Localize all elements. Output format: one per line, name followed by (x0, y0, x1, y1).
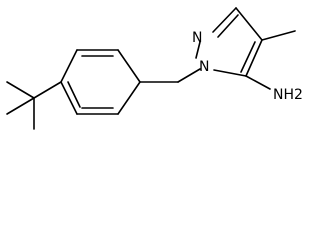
bond-c4-c5-double (240, 41, 256, 73)
ring-bond-c (117, 49, 141, 83)
amine-group-label: NH2 (273, 87, 303, 103)
chemical-structure-diagram: N N NH2 (6, 7, 303, 130)
bond-c4-c5 (245, 39, 263, 77)
bond-c3-c4 (235, 7, 263, 41)
pyrazole-ring (195, 7, 296, 90)
nitrogen-n2-label: N (192, 30, 202, 46)
ring-bond-a (60, 49, 78, 83)
ring-bond-d (117, 81, 141, 115)
benzene-ring (60, 49, 141, 115)
bond-c4-methyl (261, 30, 296, 41)
bond-n1-n2 (195, 41, 201, 59)
bond-c5-amine (245, 75, 271, 90)
ring-double-bond-left (67, 81, 81, 108)
nitrogen-n1-label: N (199, 59, 209, 75)
bond-tbutyl-methyl-upper (6, 81, 35, 99)
bond-ch2-to-n1 (177, 68, 201, 83)
bond-c5-n1 (213, 69, 247, 77)
ring-bond-f (60, 81, 78, 115)
bond-n2-c3-double (217, 14, 239, 38)
tert-butyl-group (6, 81, 62, 130)
methylene-linker (139, 68, 201, 83)
bond-tbutyl-methyl-lower (6, 97, 35, 115)
bond-n2-c3 (212, 7, 237, 33)
bond-tbutyl-to-ring (33, 81, 62, 99)
